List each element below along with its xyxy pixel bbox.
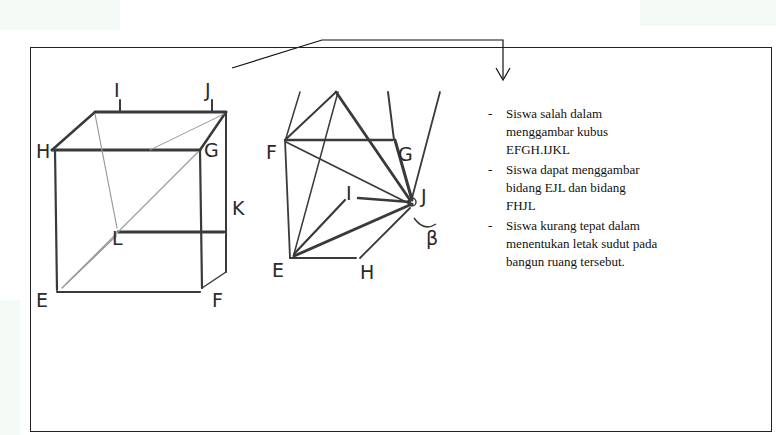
sketch-line — [294, 204, 412, 256]
vertex-label: J — [205, 80, 211, 100]
sketch-line — [202, 272, 226, 288]
vertex-label: F — [266, 142, 277, 162]
sketch-line — [211, 100, 213, 112]
watermark-shape — [640, 0, 776, 26]
vertex-label: E — [272, 260, 284, 280]
sketch-line — [285, 139, 392, 142]
sketch-line — [95, 111, 226, 114]
sketch-line — [285, 92, 336, 140]
sketch-line — [52, 112, 95, 150]
sketch-line — [66, 152, 198, 284]
sketch-line — [57, 291, 200, 293]
watermark-shape — [0, 300, 20, 435]
sketch-line — [225, 112, 227, 272]
sketch-line — [285, 140, 290, 258]
vertex-label: G — [398, 144, 413, 164]
sketch-line — [55, 150, 57, 290]
sketch-line — [95, 114, 117, 228]
sketch-line — [412, 92, 440, 198]
sketch-line — [52, 149, 200, 152]
arrow-head — [496, 68, 510, 80]
note-text: Siswa kurang tepat dalam menentukan leta… — [506, 217, 658, 271]
sketch-line — [200, 150, 202, 288]
vertex-label: E — [36, 290, 48, 310]
bullet-dash: - — [488, 217, 492, 235]
vertex-label: I — [346, 183, 352, 203]
bullet-dash: - — [488, 105, 492, 123]
vertex-label: F — [212, 290, 223, 310]
vertex-label: J — [421, 186, 427, 206]
vertex-label: K — [232, 198, 244, 218]
vertex-label: G — [204, 140, 219, 160]
vertex-label: H — [360, 262, 374, 282]
bullet-dash: - — [488, 161, 492, 179]
sketch-line — [294, 92, 338, 254]
vertex-mark — [408, 198, 416, 206]
vertex-label: β — [426, 228, 438, 248]
pointer-line — [232, 40, 503, 78]
sketch-line — [118, 231, 224, 234]
note-text: Siswa dapat menggambar bidang EJL dan bi… — [506, 161, 658, 215]
watermark-shape — [0, 0, 120, 30]
sketch-line — [290, 257, 356, 259]
vertex-label: I — [114, 80, 120, 100]
sketch-line — [358, 198, 410, 202]
sketch-line — [388, 92, 394, 140]
vertex-label: L — [112, 228, 123, 248]
vertex-label: H — [36, 141, 50, 161]
angle-arc — [414, 218, 436, 227]
note-text: Siswa salah dalam menggambar kubus EFGH.… — [506, 105, 658, 159]
annotation-frame: Siswa salah dalam menggambar kubus EFGH.… — [30, 47, 772, 432]
sketch-line — [286, 92, 300, 138]
sketch-line — [119, 100, 121, 112]
